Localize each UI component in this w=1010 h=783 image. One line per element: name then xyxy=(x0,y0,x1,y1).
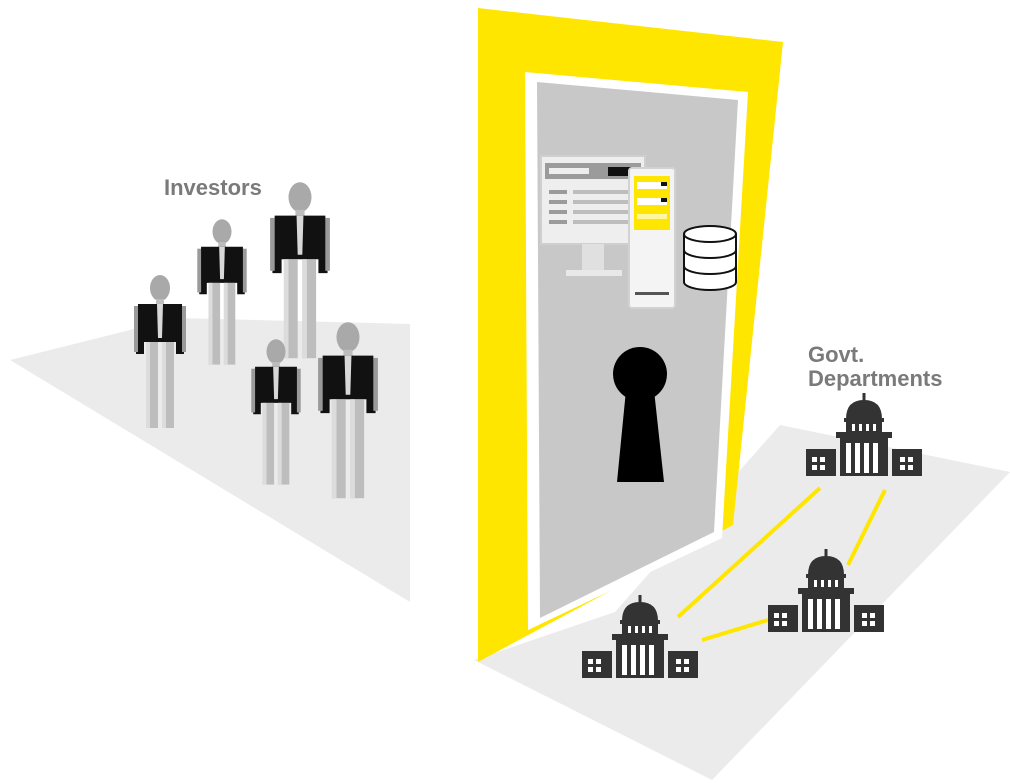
keyhole-icon xyxy=(613,347,667,482)
mobile-device-icon xyxy=(628,167,676,309)
govt-label-line1: Govt. xyxy=(808,342,865,367)
investors-label: Investors xyxy=(164,175,262,200)
investors-floor xyxy=(10,318,410,602)
govt-connectors xyxy=(676,486,887,642)
govt-floor xyxy=(474,425,1010,780)
govt-label-line2: Departments xyxy=(808,366,943,391)
database-icon xyxy=(683,225,737,291)
monitor-icon xyxy=(540,155,646,276)
govt-departments-label: Govt. Departments xyxy=(808,343,942,391)
